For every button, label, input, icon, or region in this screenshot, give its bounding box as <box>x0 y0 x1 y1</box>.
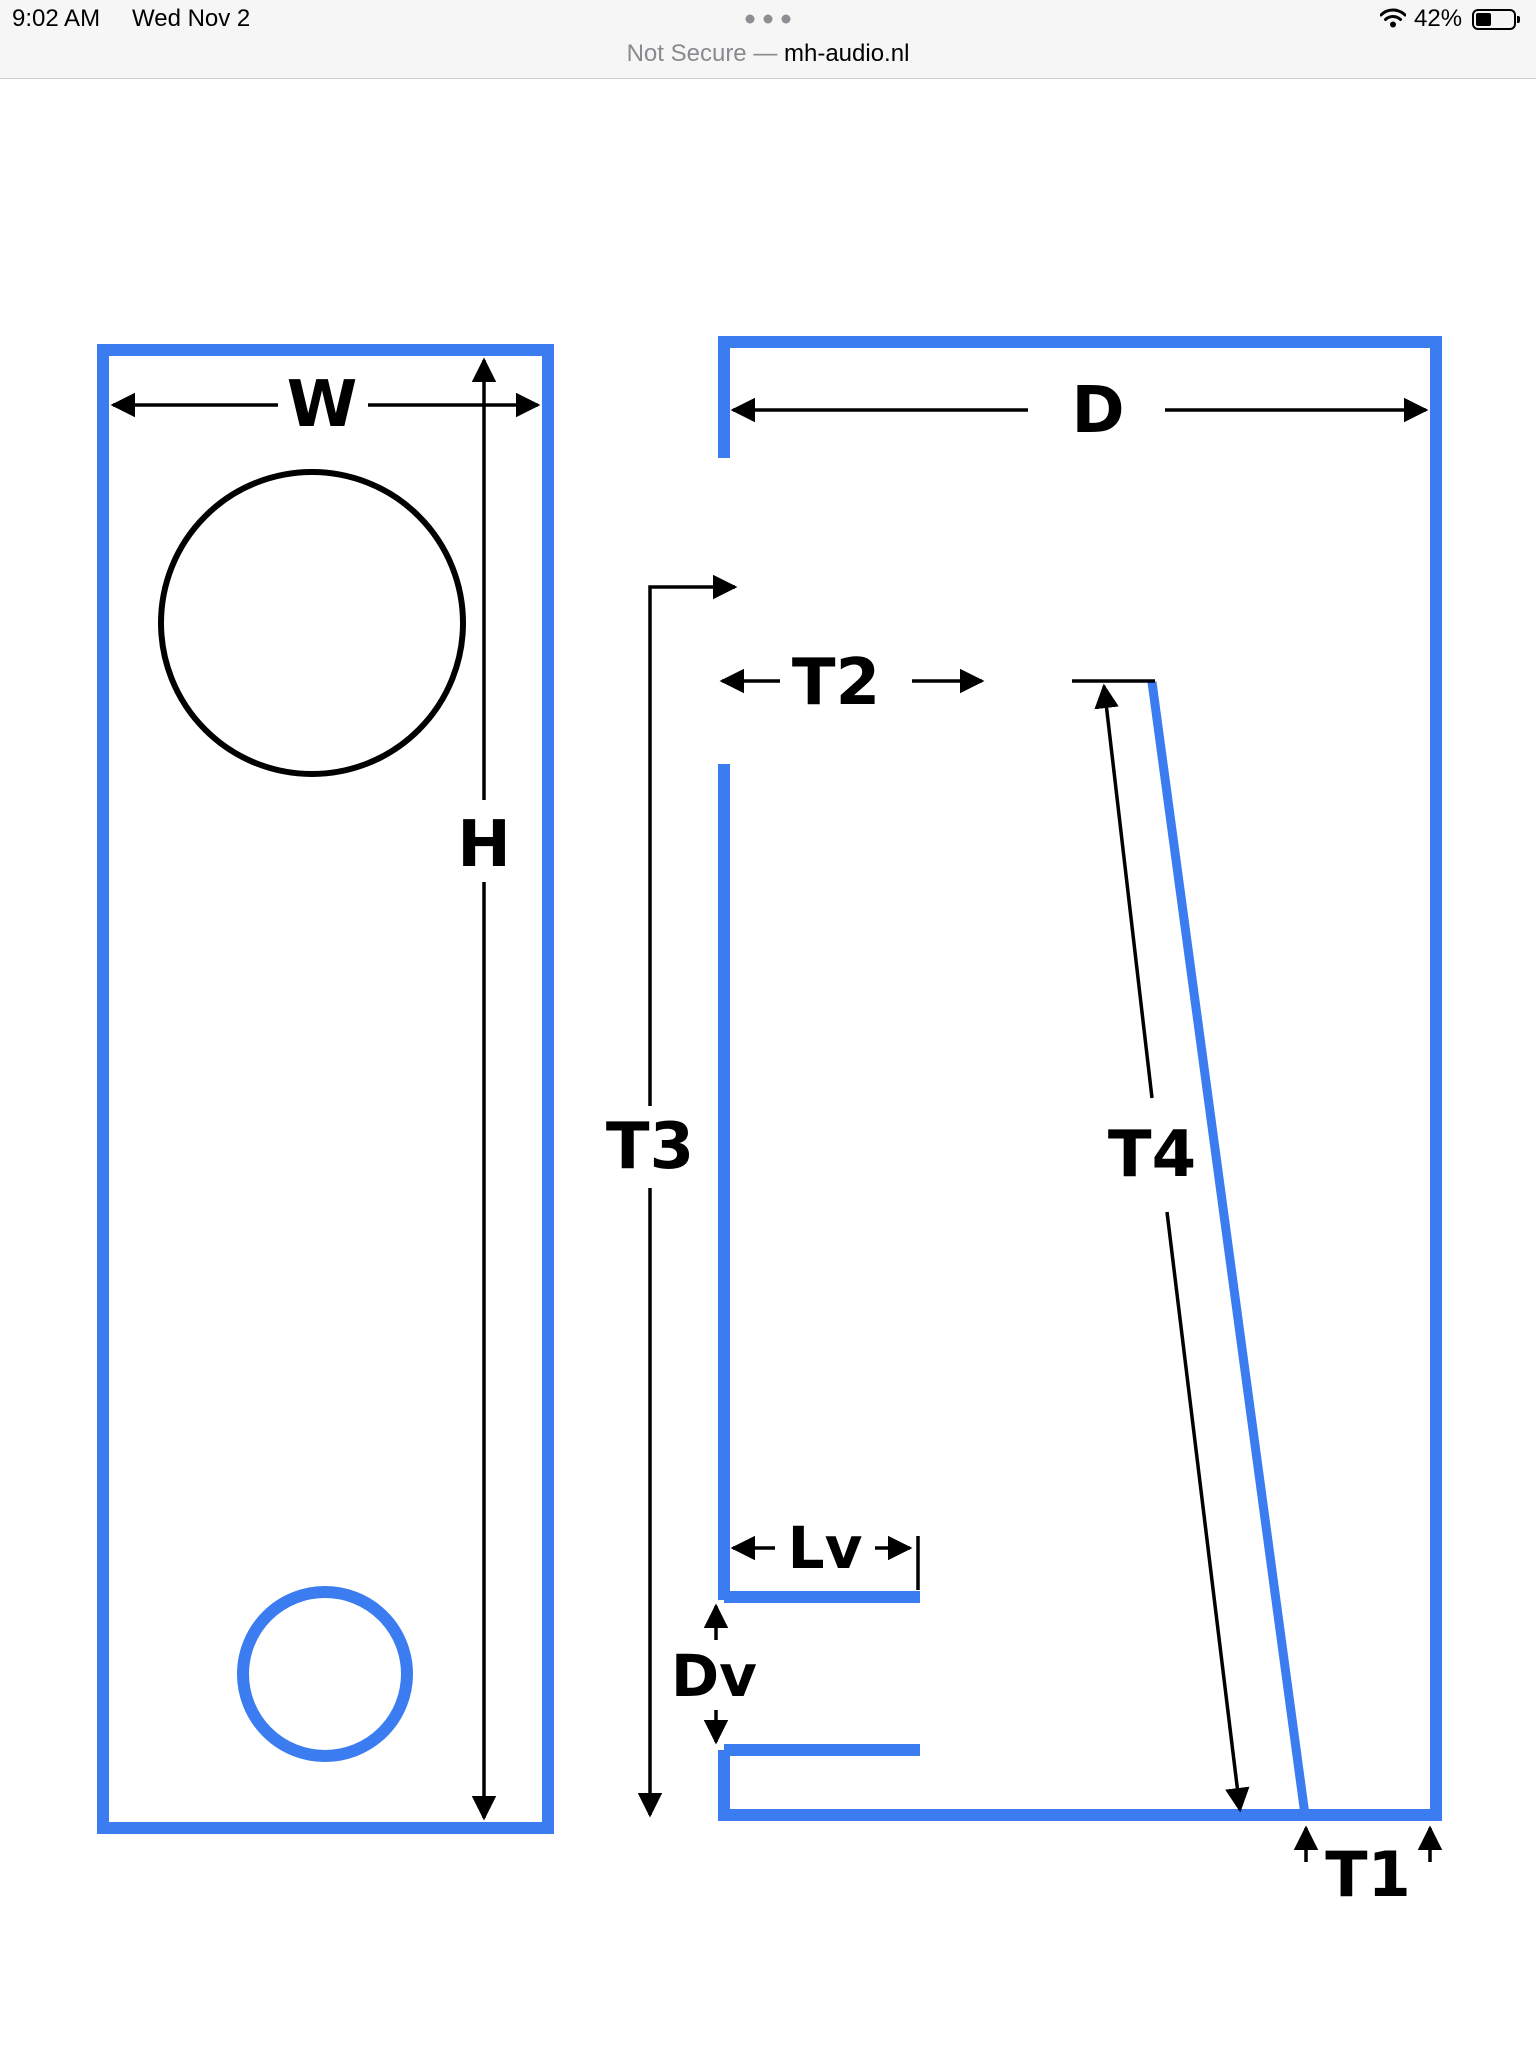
front-panel-outline <box>97 344 554 1834</box>
battery-icon <box>1472 9 1520 30</box>
lv-label: Lv <box>788 1514 863 1582</box>
port-opening <box>237 1586 413 1762</box>
side-view: D T2 T3 T4 Lv Dv T1 <box>606 336 1443 1911</box>
security-label: Not Secure <box>626 40 747 67</box>
side-panel-outline <box>718 336 1442 1821</box>
tapered-internal-panel <box>1147 681 1310 1816</box>
t3-label: T3 <box>606 1110 694 1184</box>
t4-arrow-top <box>1094 683 1154 1099</box>
t4-arrow-bottom <box>1165 1211 1250 1813</box>
more-options-icon[interactable] <box>745 14 791 24</box>
depth-label: D <box>1071 374 1124 448</box>
status-bar: 9:02 AM Wed Nov 2 Not Secure — mh-audio.… <box>0 0 1536 79</box>
enclosure-diagram: W H D T2 T3 T4 <box>97 336 1443 1911</box>
url-separator: — <box>746 40 784 67</box>
height-label: H <box>457 808 511 882</box>
battery-percent: 42% <box>1414 5 1463 32</box>
t2-label: T2 <box>792 646 880 720</box>
status-time: 9:02 AM <box>12 5 101 32</box>
woofer-cutout <box>158 469 466 777</box>
status-date: Wed Nov 2 <box>132 5 251 32</box>
width-label: W <box>287 368 358 442</box>
wifi-icon <box>1380 8 1406 28</box>
dv-label: Dv <box>671 1642 757 1710</box>
t3-bracket-top <box>648 574 738 1106</box>
address-bar[interactable]: Not Secure — mh-audio.nl <box>0 40 1536 68</box>
url-domain: mh-audio.nl <box>784 40 910 67</box>
front-view: W H <box>97 344 554 1834</box>
t4-label: T4 <box>1108 1118 1196 1192</box>
t1-label: T1 <box>1325 1838 1410 1911</box>
